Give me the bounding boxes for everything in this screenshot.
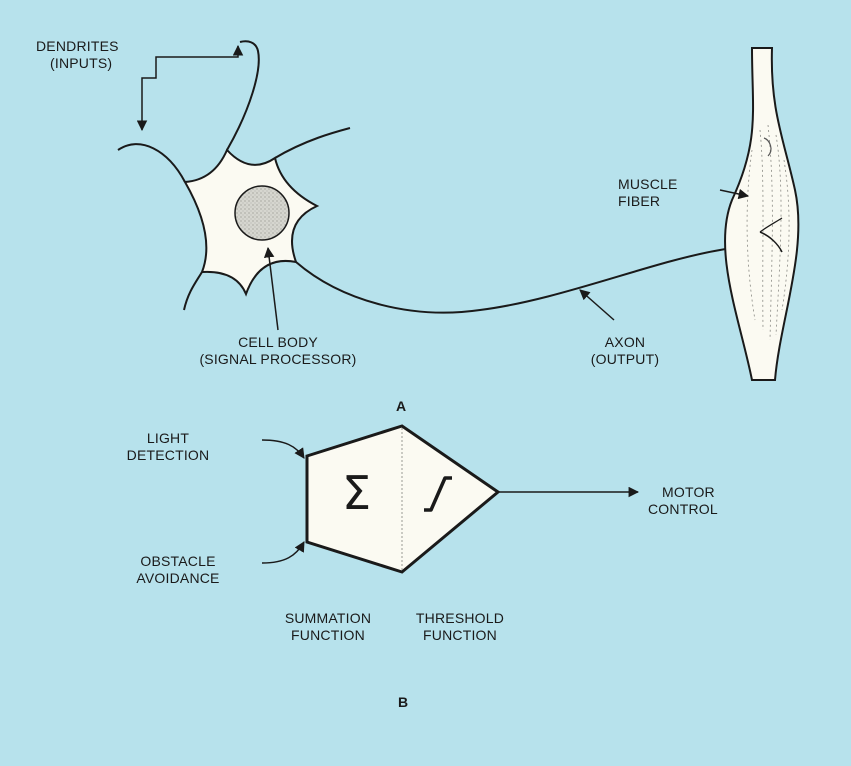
obstacle-avoidance-label: OBSTACLE AVOIDANCE [118, 553, 238, 587]
axon-label-line2: (OUTPUT) [580, 351, 670, 368]
dendrites-bracket [142, 65, 156, 130]
muscle-fiber-label-line1: MUSCLE [618, 176, 678, 193]
cell-body-label-line2: (SIGNAL PROCESSOR) [178, 351, 378, 368]
summation-label: SUMMATION FUNCTION [273, 610, 383, 644]
dendrite-4 [184, 272, 202, 310]
motor-control-label-line2: CONTROL [648, 501, 718, 518]
muscle-fiber-label-line2: FIBER [618, 193, 678, 210]
muscle-fiber [725, 48, 798, 380]
pentagon [307, 426, 498, 572]
light-detection-label-line1: LIGHT [108, 430, 228, 447]
dendrite-1 [118, 144, 185, 182]
obstacle-avoidance-label-line1: OBSTACLE [118, 553, 238, 570]
muscle-fiber-label: MUSCLE FIBER [618, 176, 678, 210]
summation-label-line1: SUMMATION [273, 610, 383, 627]
summation-label-line2: FUNCTION [273, 627, 383, 644]
axon-arrow [580, 290, 614, 320]
axon-label-line1: AXON [580, 334, 670, 351]
artificial-neuron [307, 426, 498, 572]
light-detection-arrow [262, 440, 304, 458]
light-detection-label-line2: DETECTION [108, 447, 228, 464]
motor-control-label-line1: MOTOR [648, 484, 718, 501]
dendrites-label: DENDRITES (INPUTS) [36, 38, 119, 72]
light-detection-label: LIGHT DETECTION [108, 430, 228, 464]
obstacle-avoidance-label-line2: AVOIDANCE [118, 570, 238, 587]
threshold-label: THRESHOLD FUNCTION [400, 610, 520, 644]
obstacle-avoidance-arrow [262, 542, 304, 563]
panel-a-label: A [396, 398, 406, 414]
threshold-label-line2: FUNCTION [400, 627, 520, 644]
nucleus [235, 186, 289, 240]
cell-body-label: CELL BODY (SIGNAL PROCESSOR) [178, 334, 378, 368]
dendrites-label-line2: (INPUTS) [36, 55, 119, 72]
threshold-label-line1: THRESHOLD [400, 610, 520, 627]
panel-b-label: B [398, 694, 408, 710]
summation-symbol: Σ [342, 470, 371, 516]
axon [296, 232, 760, 313]
dendrite-3 [275, 128, 350, 158]
motor-control-label: MOTOR CONTROL [648, 484, 718, 518]
axon-label: AXON (OUTPUT) [580, 334, 670, 368]
cell-body-label-line1: CELL BODY [178, 334, 378, 351]
dendrites-label-line1: DENDRITES [36, 38, 119, 55]
